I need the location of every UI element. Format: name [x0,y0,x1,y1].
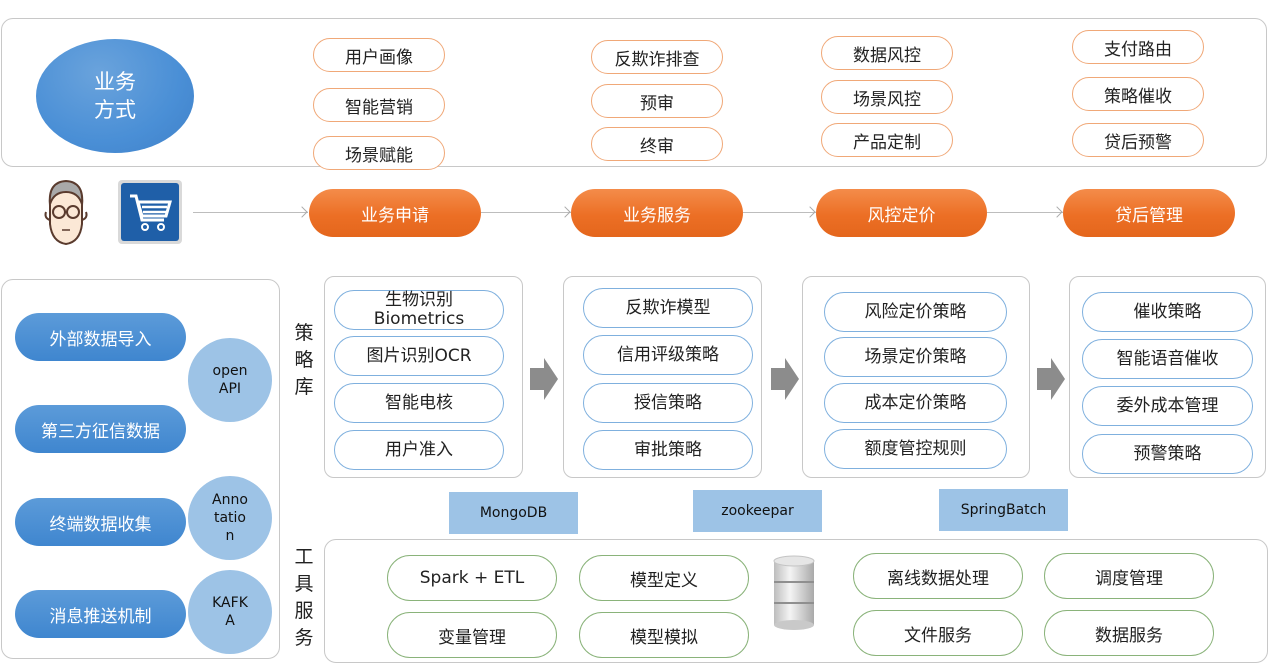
strategy-item[interactable]: 图片识别OCR [334,336,504,376]
interface-kafka: KAFK A [188,570,272,654]
tool-item[interactable]: 数据服务 [1044,610,1214,656]
strategy-item[interactable]: 生物识别 Biometrics [334,290,504,330]
flow-connector [193,212,308,213]
tool-item[interactable]: Spark + ETL [387,555,557,601]
arrow-right-icon [804,206,816,218]
interface-label: open API [212,363,248,397]
flow-connector [743,212,816,213]
mode-pill[interactable]: 场景风控 [821,80,953,114]
data-source-item[interactable]: 消息推送机制 [15,590,186,638]
data-source-item[interactable]: 第三方征信数据 [15,405,186,453]
interface-annotation: Anno tatio n [188,476,272,560]
database-icon [772,555,816,633]
strategy-item[interactable]: 预警策略 [1082,434,1253,474]
strategy-item[interactable]: 用户准入 [334,430,504,470]
arrow-right-icon [771,358,799,400]
flow-step[interactable]: 贷后管理 [1063,189,1235,237]
business-modes-title-text: 业务 方式 [94,70,136,122]
flow-connector [987,212,1063,213]
strategy-item[interactable]: 反欺诈模型 [583,288,753,328]
strategy-item[interactable]: 审批策略 [583,430,753,470]
tool-services-label: 工 具 服 务 [294,546,314,649]
arrow-right-icon [296,206,308,218]
mode-pill[interactable]: 数据风控 [821,36,953,70]
mode-pill[interactable]: 智能营销 [313,88,445,122]
business-modes-title: 业务 方式 [36,39,194,153]
strategy-item[interactable]: 委外成本管理 [1082,386,1253,426]
mode-pill[interactable]: 预审 [591,84,723,118]
mode-pill[interactable]: 终审 [591,127,723,161]
strategy-item[interactable]: 风险定价策略 [824,292,1007,332]
tool-item[interactable]: 离线数据处理 [853,553,1023,599]
arrow-right-icon [530,358,558,400]
strategy-item[interactable]: 场景定价策略 [824,337,1007,377]
strategy-library-label: 策 略 库 [294,322,314,398]
flow-step[interactable]: 业务服务 [571,189,743,237]
interface-label: Anno tatio n [212,492,248,544]
strategy-item-label: 生物识别 Biometrics [373,290,465,329]
flow-step[interactable]: 风控定价 [816,189,987,237]
mode-pill[interactable]: 支付路由 [1072,30,1204,64]
strategy-item[interactable]: 额度管控规则 [824,429,1007,469]
flow-step[interactable]: 业务申请 [309,189,481,237]
tool-item[interactable]: 模型定义 [579,555,749,601]
arrow-right-icon [559,206,571,218]
strategy-item[interactable]: 授信策略 [583,383,753,423]
mode-pill[interactable]: 用户画像 [313,38,445,72]
mode-pill[interactable]: 贷后预警 [1072,123,1204,157]
interface-open-api: open API [188,338,272,422]
strategy-item[interactable]: 催收策略 [1082,292,1253,332]
mode-pill[interactable]: 产品定制 [821,123,953,157]
mode-pill[interactable]: 策略催收 [1072,77,1204,111]
mode-pill[interactable]: 反欺诈排查 [591,40,723,74]
interface-label: KAFK A [212,595,248,629]
tool-item[interactable]: 模型模拟 [579,612,749,658]
strategy-item[interactable]: 智能语音催收 [1082,339,1253,379]
arrow-right-icon [1037,358,1065,400]
strategy-item[interactable]: 智能电核 [334,383,504,423]
middleware-tag: MongoDB [449,492,578,534]
mode-pill[interactable]: 场景赋能 [313,136,445,170]
strategy-item[interactable]: 信用评级策略 [583,335,753,375]
user-avatar-icon [40,176,92,248]
tool-item[interactable]: 调度管理 [1044,553,1214,599]
strategy-item[interactable]: 成本定价策略 [824,383,1007,423]
tool-item[interactable]: 文件服务 [853,610,1023,656]
shopping-cart-icon [116,178,184,248]
data-source-item[interactable]: 外部数据导入 [15,313,186,361]
middleware-tag: SpringBatch [939,489,1068,531]
arrow-right-icon [1051,206,1063,218]
middleware-tag: zookeepar [693,490,822,532]
tool-item[interactable]: 变量管理 [387,612,557,658]
data-source-item[interactable]: 终端数据收集 [15,498,186,546]
flow-connector [481,212,571,213]
